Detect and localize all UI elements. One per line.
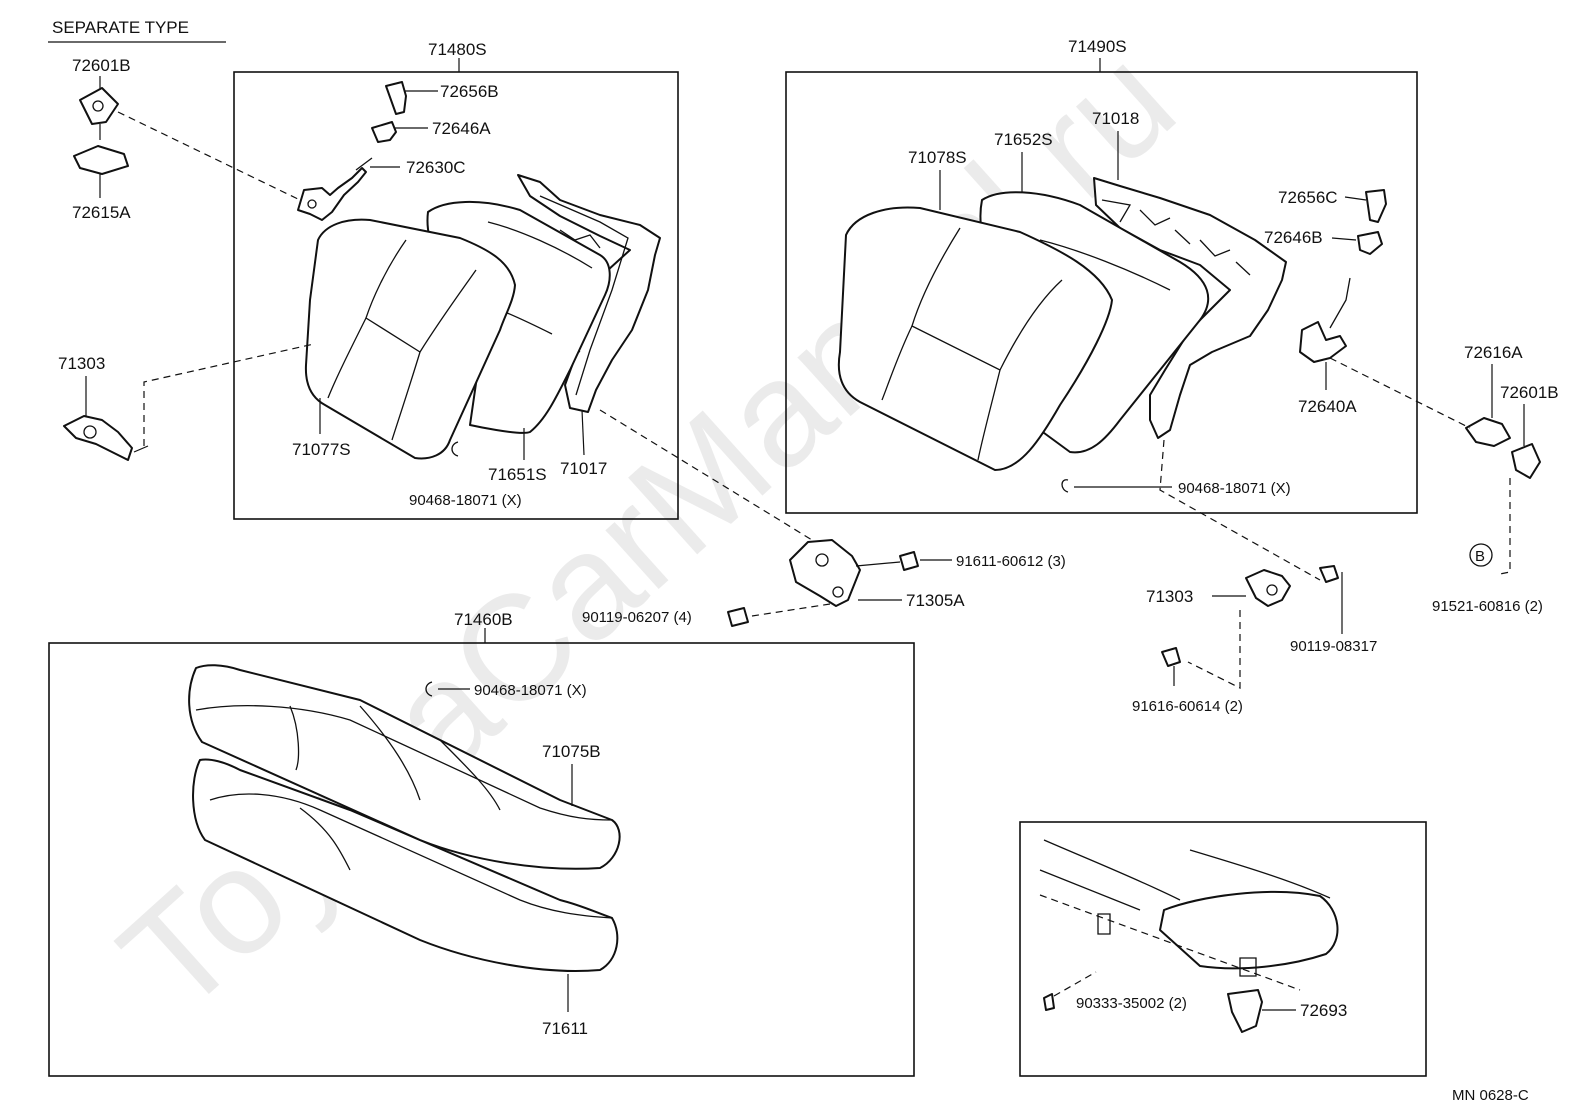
group-label-71490S[interactable]: 71490S <box>1068 37 1127 56</box>
part-label-71652S[interactable]: 71652S <box>994 130 1053 149</box>
detail-inset: 72693 90333-35002 (2) <box>1019 821 1427 1077</box>
part-label-71651S[interactable]: 71651S <box>488 465 547 484</box>
part-label-72640A[interactable]: 72640A <box>1298 397 1357 416</box>
part-label-90468-left[interactable]: 90468-18071 (X) <box>409 492 522 509</box>
part-label-71305A[interactable]: 71305A <box>906 591 965 610</box>
right-seatback-assembly: 71490S 71078S 71652S 71018 72656C 72646B… <box>785 37 1418 514</box>
part-label-90333[interactable]: 90333-35002 (2) <box>1076 995 1187 1012</box>
part-label-71303-left[interactable]: 71303 <box>58 354 105 373</box>
left-seatback-assembly: 71480S 72656B 72646A 72630C 71077S <box>233 40 679 520</box>
part-label-72615A[interactable]: 72615A <box>72 203 131 222</box>
part-label-90468-cushion[interactable]: 90468-18071 (X) <box>474 682 587 699</box>
part-label-72646A[interactable]: 72646A <box>432 119 491 138</box>
cushion-assembly: 71460B 90468-18071 (X) 71075B 71611 <box>48 610 915 1077</box>
part-label-72656B[interactable]: 72656B <box>440 82 499 101</box>
part-label-72656C[interactable]: 72656C <box>1278 188 1338 207</box>
drawing-code: MN 0628-C <box>1452 1087 1529 1104</box>
part-label-71611[interactable]: 71611 <box>542 1019 588 1038</box>
part-label-90119-06207[interactable]: 90119-06207 (4) <box>582 609 692 626</box>
part-label-72693[interactable]: 72693 <box>1300 1001 1347 1020</box>
part-label-71018[interactable]: 71018 <box>1092 109 1139 128</box>
part-label-72616A[interactable]: 72616A <box>1464 343 1523 362</box>
part-label-72646B[interactable]: 72646B <box>1264 228 1323 247</box>
center-hinge-parts: 91611-60612 (3) 71305A 90119-06207 (4) <box>582 409 1066 627</box>
group-label-71460B[interactable]: 71460B <box>454 610 513 629</box>
part-label-71075B[interactable]: 71075B <box>542 742 601 761</box>
group-label-71480S[interactable]: 71480S <box>428 40 487 59</box>
watermark: ToyotaCarManual.ru <box>89 15 1205 1044</box>
part-label-B[interactable]: B <box>1475 548 1485 565</box>
part-label-72601B-left[interactable]: 72601B <box>72 56 131 75</box>
right-side-parts: 72616A 72601B B 91521-60816 (2) 71303 90… <box>1132 343 1559 715</box>
left-side-parts: 72601B 72615A 71303 <box>58 56 315 461</box>
part-label-72601B-right[interactable]: 72601B <box>1500 383 1559 402</box>
part-label-71078S[interactable]: 71078S <box>908 148 967 167</box>
section-title: SEPARATE TYPE <box>52 18 189 37</box>
part-label-91616[interactable]: 91616-60614 (2) <box>1132 698 1243 715</box>
part-label-91611[interactable]: 91611-60612 (3) <box>956 553 1066 570</box>
part-label-71017[interactable]: 71017 <box>560 459 607 478</box>
header: SEPARATE TYPE <box>48 18 226 43</box>
part-label-71077S[interactable]: 71077S <box>292 440 351 459</box>
part-label-91521[interactable]: 91521-60816 (2) <box>1432 598 1543 615</box>
part-label-71303-right[interactable]: 71303 <box>1146 587 1193 606</box>
part-label-90468-right[interactable]: 90468-18071 (X) <box>1178 480 1291 497</box>
part-label-72630C[interactable]: 72630C <box>406 158 466 177</box>
part-label-90119-08317[interactable]: 90119-08317 <box>1290 638 1377 655</box>
